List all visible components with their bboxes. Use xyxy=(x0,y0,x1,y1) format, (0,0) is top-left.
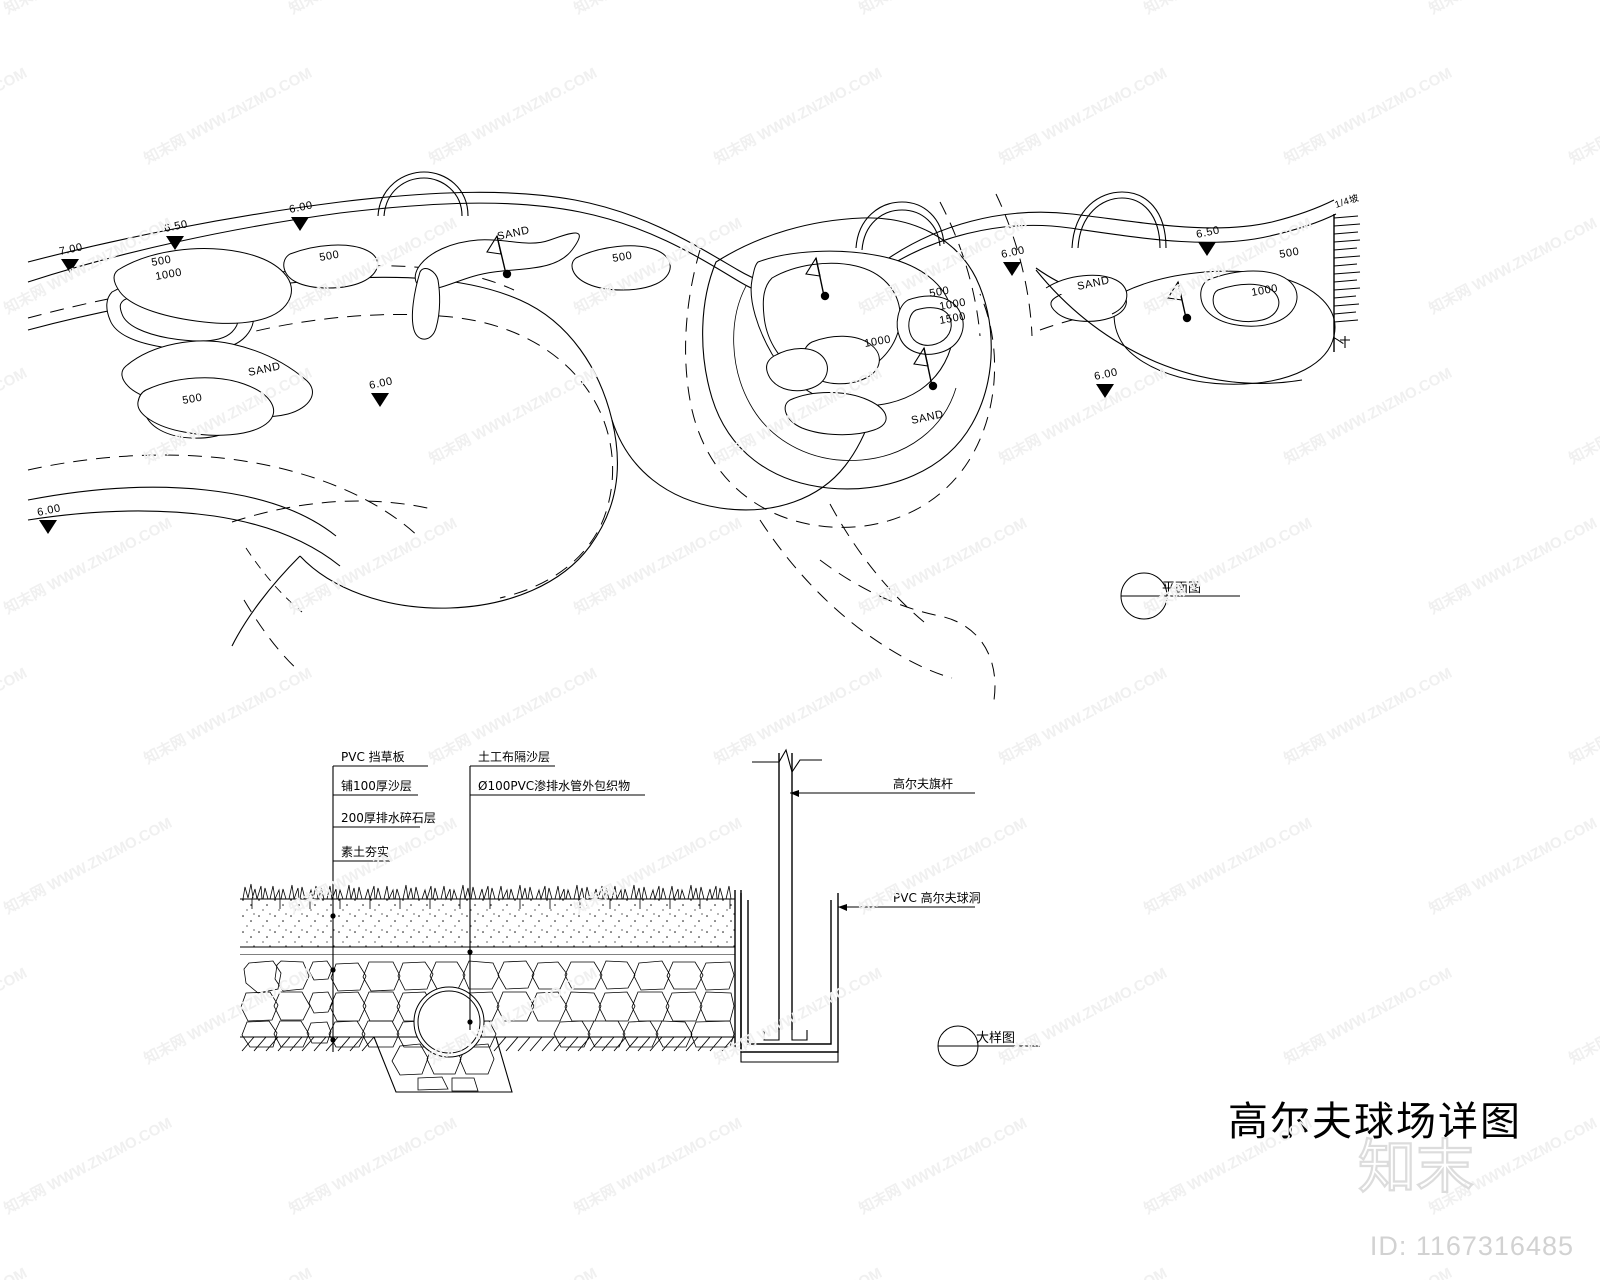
left-lower-fairway xyxy=(27,486,341,647)
flag-marker xyxy=(913,346,938,391)
elevation-value: 6.00 xyxy=(36,502,62,519)
detail-callout-left: PVC 挡草板 xyxy=(341,750,405,764)
gravel-layer-bg xyxy=(240,955,735,1037)
elevation-value: 6.00 xyxy=(1093,366,1119,383)
spot-elevation: 6.00 xyxy=(368,375,394,407)
contour-label: 500 xyxy=(181,392,203,407)
elevation-value: 6.00 xyxy=(368,375,394,392)
contour-label: 1500 xyxy=(938,310,967,326)
spot-elevation: 6.00 xyxy=(36,502,62,534)
spot-elevation-layer: 7.00 6.50 6.00 6.00 6.00 6.00 6.50 6.00 xyxy=(36,199,1221,534)
spot-elevation: 6.50 xyxy=(1195,224,1221,256)
elevation-value: 7.00 xyxy=(58,241,84,258)
pvc-drain-pipe xyxy=(413,986,485,1058)
subgrade-hatch xyxy=(241,1036,735,1052)
spot-elevation: 6.50 xyxy=(163,218,189,250)
contour-label: 500 xyxy=(928,285,950,300)
drawing-id-label: ID: 1167316485 xyxy=(1369,1231,1574,1261)
slope-hatch xyxy=(1333,214,1361,352)
slope-label: 1/4坡 xyxy=(1333,192,1361,211)
detail-callout-left: 素土夯实 xyxy=(341,844,389,859)
detail-callout-mid: Ø100PVC渗排水管外包织物 xyxy=(478,778,630,793)
detail-callout-left: 铺100厚沙层 xyxy=(341,779,412,793)
contour-label: 500 xyxy=(318,249,340,264)
plan-flag-markers xyxy=(486,234,1192,391)
contour-label: 500 xyxy=(150,254,172,269)
turf-layer xyxy=(240,883,735,909)
elevation-value: 6.50 xyxy=(163,218,189,235)
detail-callout-mid: 土工布隔沙层 xyxy=(478,750,550,764)
grass-tufts xyxy=(242,883,732,901)
detail-callout-right: PVC 高尔夫球洞 xyxy=(893,890,981,905)
spot-elevation: 6.00 xyxy=(1000,244,1026,276)
contour-label: 1000 xyxy=(863,333,892,349)
green-bunkers xyxy=(766,348,887,436)
elevation-triangle xyxy=(1198,242,1216,256)
detail-view-tag: 大样图 xyxy=(937,1025,1040,1067)
sand-layer-fill xyxy=(240,899,735,947)
green-outer-boundary xyxy=(702,217,992,490)
elevation-triangle xyxy=(1096,384,1114,398)
plan-tag-label: 平面图 xyxy=(1162,581,1201,596)
elevation-value: 6.50 xyxy=(1195,224,1221,241)
right-green xyxy=(1035,267,1336,385)
elevation-triangle xyxy=(1003,262,1021,276)
contour-label: 1000 xyxy=(154,266,183,282)
contour-label: 1000 xyxy=(938,296,967,312)
bunker-group-mid xyxy=(283,232,671,340)
detail-callout-left: 200厚排水碎石层 xyxy=(341,810,436,825)
detail-callout-right: 高尔夫旗杆 xyxy=(893,776,953,791)
spot-elevation: 6.00 xyxy=(288,199,314,231)
gravel-stones xyxy=(240,960,735,1048)
sand-label: SAND xyxy=(496,224,531,243)
drawing-title: 高尔夫球场详图 xyxy=(1228,1099,1522,1145)
green-edge-contour xyxy=(733,285,957,461)
flag-marker xyxy=(805,256,830,301)
spot-elevation: 7.00 xyxy=(58,241,84,273)
elevation-triangle xyxy=(291,217,309,231)
sand-label: SAND xyxy=(910,408,945,427)
flag-marker xyxy=(486,234,512,279)
contour-label: 500 xyxy=(611,250,633,265)
spot-elevation: 6.00 xyxy=(1093,366,1119,398)
elevation-triangle xyxy=(166,236,184,250)
elevation-value: 6.00 xyxy=(1000,244,1026,261)
detail-tag-label: 大样图 xyxy=(976,1031,1015,1046)
elevation-triangle xyxy=(61,259,79,273)
plan-view: 7.006.506.006.006.006.006.506.00 5001000… xyxy=(27,171,1361,701)
contour-label: 500 xyxy=(1278,246,1300,261)
leader-lines xyxy=(330,765,975,1052)
elevation-value: 6.00 xyxy=(288,199,314,216)
flag-marker xyxy=(1167,280,1192,323)
plan-view-tag: 平面图 xyxy=(1120,572,1240,620)
pvc-edge-board xyxy=(734,890,742,1050)
elevation-triangle xyxy=(371,393,389,407)
tee-mounds xyxy=(377,171,1167,251)
golf-hole-cup xyxy=(740,748,839,1063)
contour-label: 1000 xyxy=(1250,282,1279,298)
elevation-triangle xyxy=(39,520,57,534)
bunker-group-left xyxy=(106,248,313,439)
